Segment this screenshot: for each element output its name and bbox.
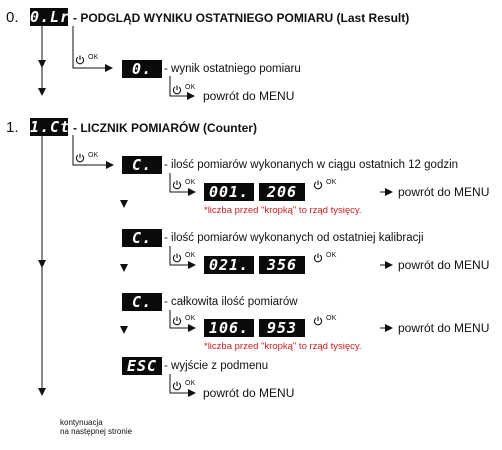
ok-label: OK	[185, 179, 196, 186]
ok-label: OK	[88, 54, 99, 61]
ok-label: OK	[185, 315, 196, 322]
thousands-note: *liczba przed "kropką" to rząd tysięcy.	[204, 341, 362, 352]
return-to-menu: powrót do MENU	[203, 89, 295, 103]
arrow-down-icon	[38, 60, 128, 334]
esc-description: - wyjście z podmenu	[164, 360, 269, 372]
ok-label: OK	[88, 152, 99, 159]
ok-label: OK	[326, 179, 337, 186]
thousands-note: *liczba przed "kropką" to rząd tysięcy.	[204, 205, 362, 216]
lcd-counter: 1.Ct	[30, 118, 71, 136]
lcd-c1-units: 206	[259, 183, 305, 201]
power-icon	[75, 150, 85, 168]
lcd-c2-thousands: 021.	[204, 256, 254, 274]
section-number: 0.	[6, 9, 19, 26]
power-icon	[172, 250, 182, 268]
section-title: - LICZNIK POMIARÓW (Counter)	[73, 121, 257, 135]
power-icon	[172, 177, 182, 195]
c2-description: - ilość pomiarów wykonanych od ostatniej…	[164, 232, 424, 244]
return-to-menu: powrót do MENU	[398, 321, 490, 335]
ok-label: OK	[185, 84, 196, 91]
return-to-menu: powrót do MENU	[398, 185, 490, 199]
c3-description: - całkowita ilość pomiarów	[164, 296, 298, 308]
lcd-c1: C. 1	[122, 156, 162, 192]
lcd-c1-thousands: 001.	[204, 183, 254, 201]
result-description: - wynik ostatniego pomiaru	[164, 63, 301, 75]
lcd-c2: C. 2	[122, 229, 162, 265]
lcd-c2-units: 356	[259, 256, 305, 274]
ok-label: OK	[326, 315, 337, 322]
lcd-last-result: 0.Lr	[30, 8, 71, 26]
lcd-c3: C. 3	[122, 293, 162, 329]
lcd-c3-units: 953	[259, 319, 305, 337]
power-icon	[313, 250, 323, 268]
ok-label: OK	[326, 252, 337, 259]
lcd-c3-thousands: 106.	[204, 319, 254, 337]
power-icon	[172, 378, 182, 396]
lcd-result-value: 0. 15	[122, 60, 162, 96]
return-to-menu: powrót do MENU	[398, 258, 490, 272]
c1-description: - ilość pomiarów wykonanych w ciągu osta…	[164, 159, 459, 171]
section-title: - PODGLĄD WYNIKU OSTATNIEGO POMIARU (Las…	[73, 11, 410, 25]
section-number: 1.	[6, 119, 19, 136]
power-icon	[313, 177, 323, 195]
power-icon	[75, 52, 85, 70]
power-icon	[313, 313, 323, 331]
lcd-esc: ESC	[122, 357, 162, 375]
ok-label: OK	[185, 252, 196, 259]
return-to-menu: powrót do MENU	[203, 386, 295, 400]
power-icon	[172, 82, 182, 100]
continuation-note: kontynuacja na następnej stronie	[60, 418, 133, 436]
power-icon	[172, 313, 182, 331]
ok-label: OK	[185, 380, 196, 387]
